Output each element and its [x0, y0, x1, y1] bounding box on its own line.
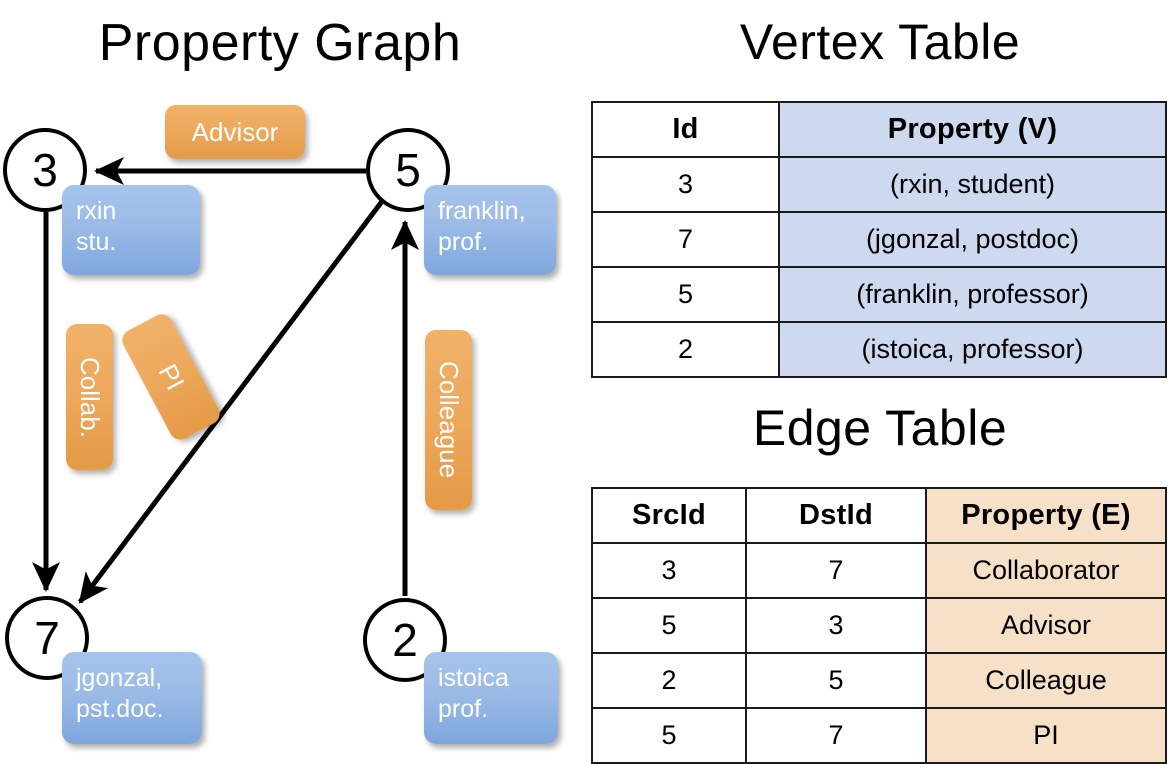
edge-label-advisor-text: Advisor — [191, 116, 279, 147]
page-title-property-graph: Property Graph — [98, 14, 462, 72]
vertex-cell-property: (rxin, student) — [778, 156, 1167, 213]
node-property-line-2: stu. — [76, 228, 117, 256]
node-property-line-1: istoica — [438, 664, 509, 692]
table-row[interactable]: 7 (jgonzal, postdoc) — [591, 211, 1167, 268]
graph-node-5-label: 5 — [395, 144, 421, 196]
vertex-cell-property: (istoica, professor) — [778, 321, 1167, 378]
node-property-line-2: pst.doc. — [76, 695, 164, 723]
table-row[interactable]: 3 7 Collaborator — [591, 542, 1167, 599]
edge-label-colleague: Colleague — [425, 330, 472, 510]
edge-label-pi-text: PI — [152, 358, 191, 395]
vertex-table-header-row: Id Property (V) — [591, 101, 1167, 158]
edge-label-collab-text: Collab. — [75, 356, 105, 438]
edge-cell-srcid: 3 — [591, 542, 747, 599]
vertex-table: Id Property (V) 3 (rxin, student) 7 (jgo… — [591, 101, 1167, 378]
node-property-line-1: rxin — [76, 197, 117, 225]
node-property-line-2: prof. — [438, 695, 489, 723]
table-row[interactable]: 2 (istoica, professor) — [591, 321, 1167, 378]
graph-node-3-label: 3 — [32, 144, 58, 196]
table-row[interactable]: 3 (rxin, student) — [591, 156, 1167, 213]
edge-cell-dstid: 7 — [745, 542, 927, 599]
graph-node-2-label: 2 — [392, 614, 418, 666]
edge-cell-property: Colleague — [925, 652, 1167, 709]
edge-arrow-pi — [78, 198, 385, 604]
edge-cell-property: Advisor — [925, 597, 1167, 654]
edge-label-collab: Collab. — [66, 324, 113, 470]
graph-node-2[interactable]: 2 — [363, 598, 447, 682]
edge-cell-property: Collaborator — [925, 542, 1167, 599]
edge-table-header-dstid: DstId — [745, 487, 927, 544]
edge-table-header-row: SrcId DstId Property (E) — [591, 487, 1167, 544]
vertex-cell-id: 7 — [591, 211, 780, 268]
table-row[interactable]: 5 3 Advisor — [591, 597, 1167, 654]
edge-cell-srcid: 5 — [591, 597, 747, 654]
node-property-line-2: prof. — [438, 228, 489, 256]
vertex-table-header-property: Property (V) — [778, 101, 1167, 158]
edge-table: SrcId DstId Property (E) 3 7 Collaborato… — [591, 487, 1167, 764]
edge-cell-property: PI — [925, 707, 1167, 764]
edge-label-advisor: Advisor — [165, 105, 305, 159]
table-row[interactable]: 2 5 Colleague — [591, 652, 1167, 709]
node-property-box-istoica: istoica prof. — [424, 652, 558, 744]
node-property-line-1: jgonzal, — [76, 664, 163, 692]
edge-table-header-srcid: SrcId — [591, 487, 747, 544]
property-graph-diagram: 3 5 7 2 rxin stu. franklin, prof. jgonza… — [0, 0, 585, 760]
table-row[interactable]: 5 7 PI — [591, 707, 1167, 764]
edge-cell-dstid: 3 — [745, 597, 927, 654]
node-property-line-1: franklin, — [438, 197, 526, 225]
vertex-cell-property: (franklin, professor) — [778, 266, 1167, 323]
edge-table-header-property: Property (E) — [925, 487, 1167, 544]
edge-cell-dstid: 7 — [745, 707, 927, 764]
vertex-cell-property: (jgonzal, postdoc) — [778, 211, 1167, 268]
node-property-box-franklin: franklin, prof. — [424, 185, 556, 275]
edge-cell-dstid: 5 — [745, 652, 927, 709]
graph-edges-layer — [32, 157, 419, 604]
vertex-table-header-id: Id — [591, 101, 780, 158]
edge-cell-srcid: 2 — [591, 652, 747, 709]
page-title-edge-table: Edge Table — [752, 400, 1008, 456]
graph-node-7-label: 7 — [34, 612, 60, 664]
node-property-box-jgonzal: jgonzal, pst.doc. — [62, 652, 202, 744]
vertex-cell-id: 3 — [591, 156, 780, 213]
node-property-box-rxin: rxin stu. — [62, 185, 200, 275]
vertex-cell-id: 5 — [591, 266, 780, 323]
vertex-cell-id: 2 — [591, 321, 780, 378]
graph-node-5[interactable]: 5 — [366, 128, 450, 212]
edge-label-colleague-text: Colleague — [434, 361, 464, 479]
table-row[interactable]: 5 (franklin, professor) — [591, 266, 1167, 323]
edge-cell-srcid: 5 — [591, 707, 747, 764]
page-title-vertex-table: Vertex Table — [739, 14, 1021, 70]
